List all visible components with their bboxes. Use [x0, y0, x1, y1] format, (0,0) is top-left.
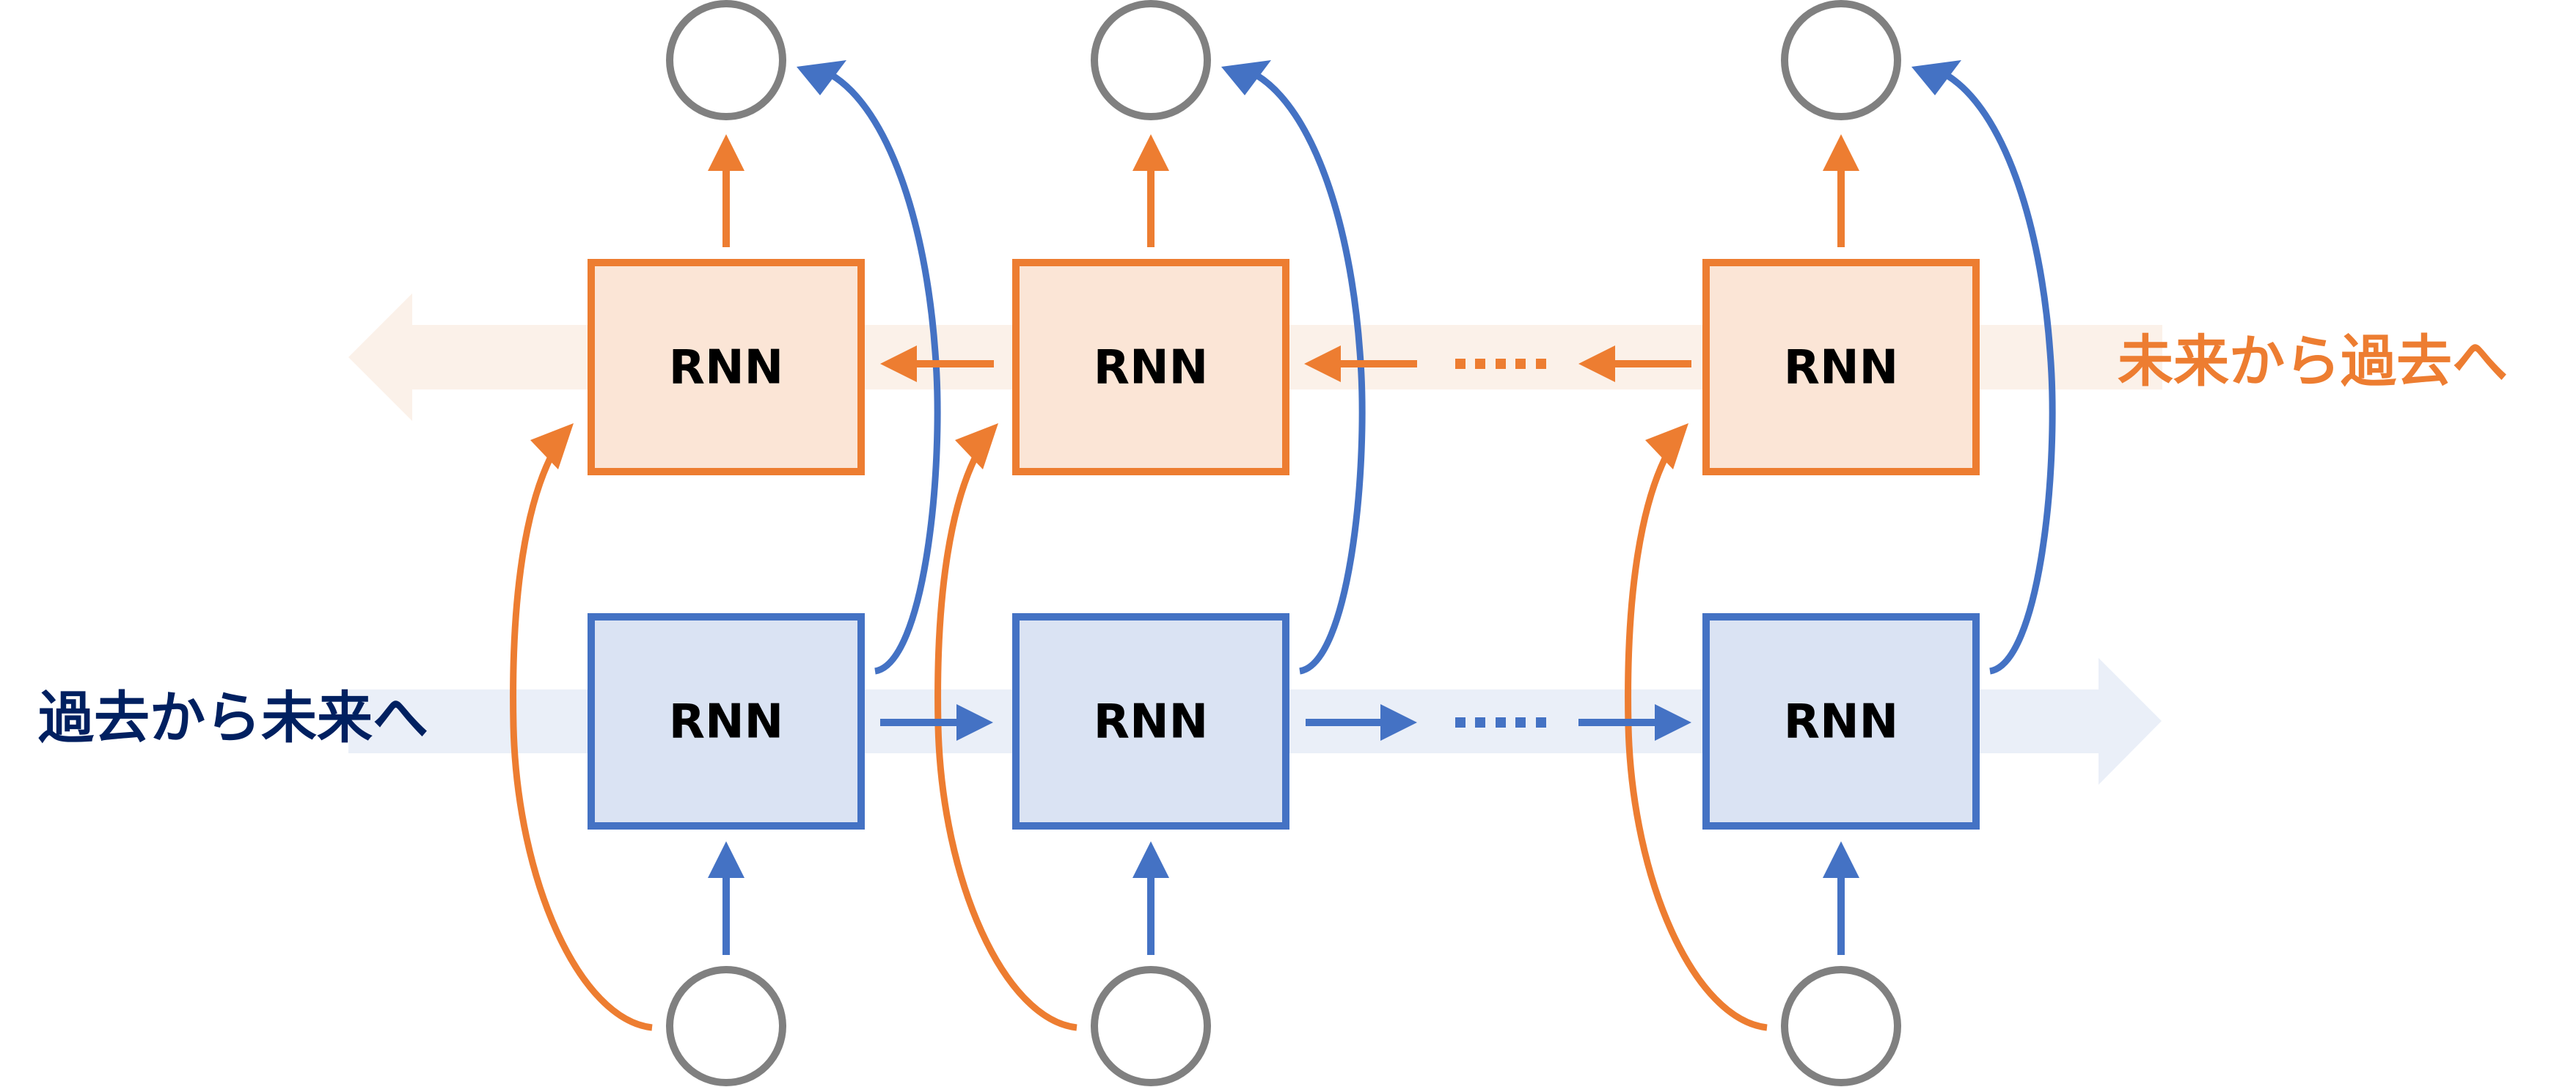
- forward-to-output-curve: [830, 73, 941, 675]
- forward-rnn-cell-label: RNN: [1784, 695, 1898, 750]
- forward-to-output-curve: [1945, 73, 2056, 675]
- arrowhead-icon: [880, 345, 917, 382]
- arrowhead-icon: [956, 704, 993, 741]
- output-node: [1781, 0, 1901, 120]
- rnn-column-2: RNN RNN: [934, 0, 1366, 1086]
- backward-rnn-cell: [1702, 259, 1980, 475]
- arrowhead-icon: [530, 423, 574, 469]
- forward-rnn-cell: [1702, 613, 1980, 830]
- arrowhead-icon: [1823, 841, 1859, 878]
- backward-ellipsis: [1455, 359, 1546, 369]
- backward-rnn-cell-label: RNN: [1094, 341, 1208, 395]
- input-to-backward-curve: [1625, 449, 1768, 1031]
- arrowhead-icon: [1133, 134, 1169, 171]
- forward-rnn-cell: [588, 613, 865, 830]
- input-node: [1781, 966, 1901, 1086]
- backward-direction-label: 未来から過去へ: [2118, 329, 2508, 394]
- arrowhead-icon: [1911, 60, 1961, 95]
- backward-rnn-cell-label: RNN: [1784, 341, 1898, 395]
- output-node: [1091, 0, 1211, 120]
- forward-rnn-cell-label: RNN: [1094, 695, 1208, 750]
- input-node: [1091, 966, 1211, 1086]
- forward-to-output-curve: [1255, 73, 1366, 675]
- arrowhead-icon: [1578, 345, 1615, 382]
- rnn-column-1: RNN RNN: [510, 0, 941, 1086]
- arrowhead-icon: [708, 134, 744, 171]
- arrowhead-icon: [1655, 704, 1691, 741]
- input-to-backward-curve: [934, 449, 1077, 1031]
- arrowhead-icon: [1823, 134, 1859, 171]
- forward-rnn-cell-label: RNN: [669, 695, 783, 750]
- arrowhead-icon: [1304, 345, 1341, 382]
- arrowhead-icon: [797, 60, 846, 95]
- arrowhead-icon: [1133, 841, 1169, 878]
- forward-direction-label: 過去から未来へ: [38, 685, 428, 750]
- arrowhead-icon: [1645, 423, 1688, 469]
- backward-rnn-cell-label: RNN: [669, 341, 783, 395]
- backward-rnn-cell: [1012, 259, 1289, 475]
- forward-ellipsis: [1455, 717, 1546, 728]
- rnn-column-3: RNN RNN: [1625, 0, 2056, 1086]
- arrowhead-icon: [955, 423, 998, 469]
- arrowhead-icon: [1221, 60, 1271, 95]
- arrowhead-icon: [708, 841, 744, 878]
- output-node: [666, 0, 786, 120]
- input-node: [666, 966, 786, 1086]
- arrowhead-icon: [1380, 704, 1417, 741]
- backward-rnn-cell: [588, 259, 865, 475]
- forward-rnn-cell: [1012, 613, 1289, 830]
- input-to-backward-curve: [510, 449, 653, 1031]
